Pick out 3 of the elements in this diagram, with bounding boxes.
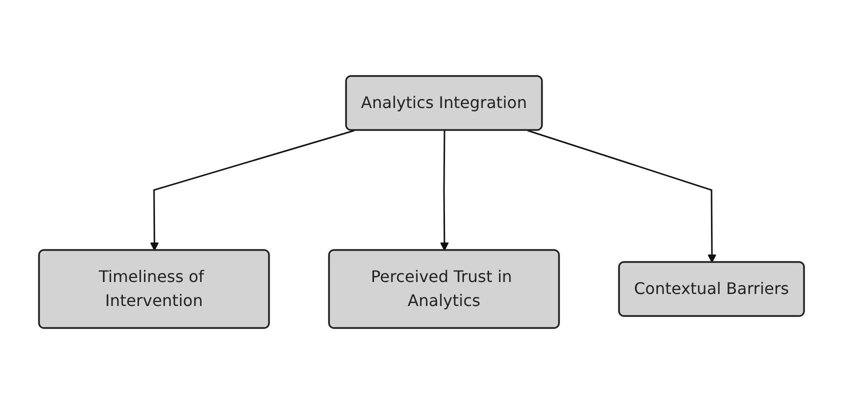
- arrow: [150, 129, 356, 250]
- arrow: [528, 129, 717, 262]
- arrow: [440, 130, 450, 250]
